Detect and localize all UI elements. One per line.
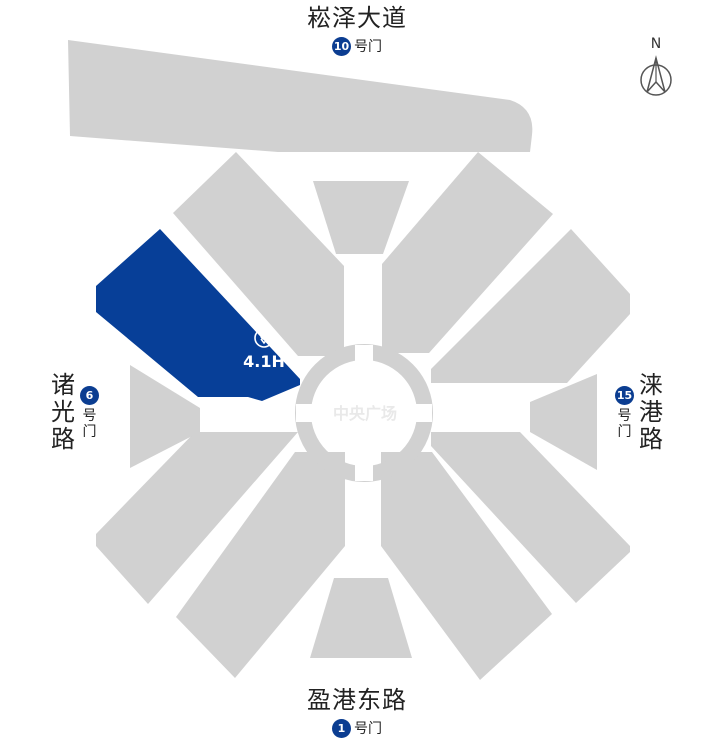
gate-north-number: 10 <box>332 36 351 56</box>
compass-north-arrow-icon: N <box>640 36 672 96</box>
gate-west-label: 号门 <box>82 408 97 440</box>
gate-east[interactable]: 15 号门 <box>615 386 634 440</box>
hall-4-1h[interactable] <box>96 229 300 401</box>
gate-west[interactable]: 6 号门 <box>80 386 99 440</box>
hall-west-wedge[interactable] <box>130 365 200 468</box>
central-plaza-label: 中央广场 <box>333 404 397 423</box>
hall-se-upper[interactable] <box>381 452 552 680</box>
hall-nw-upper[interactable] <box>173 152 344 356</box>
gate-south-number: 1 <box>332 718 351 738</box>
location-pin-icon <box>254 328 274 348</box>
gate-north[interactable]: 10 号门 <box>0 36 714 56</box>
gate-south[interactable]: 1 号门 <box>0 718 714 738</box>
south-entrance-hall[interactable] <box>310 578 412 658</box>
north-entrance-hall[interactable] <box>313 181 409 254</box>
road-west: 诸光路 6 号门 <box>50 372 99 453</box>
hall-east-wedge[interactable] <box>530 374 597 470</box>
central-plaza[interactable] <box>295 344 433 482</box>
road-north-name: 崧泽大道 <box>307 4 407 32</box>
hall-sw-upper[interactable] <box>96 432 298 604</box>
hall-4-1h-label: 4.1H <box>243 352 285 371</box>
road-west-name: 诸光路 <box>51 371 75 453</box>
road-south: 盈港东路 1 号门 <box>0 686 714 738</box>
road-south-name: 盈港东路 <box>307 686 407 714</box>
road-north: 崧泽大道 10 号门 <box>0 4 714 56</box>
hall-ne-upper[interactable] <box>382 152 553 353</box>
gate-east-number: 15 <box>615 386 634 405</box>
compass-label: N <box>651 36 661 52</box>
road-east-name: 涞港路 <box>639 371 663 453</box>
gate-south-label: 号门 <box>354 721 382 737</box>
gate-west-number: 6 <box>80 386 99 405</box>
road-east: 15 号门 涞港路 <box>615 372 664 453</box>
gate-east-label: 号门 <box>617 408 632 440</box>
hall-ne-lower[interactable] <box>431 229 630 383</box>
gate-north-label: 号门 <box>354 39 382 55</box>
hall-sw-lower[interactable] <box>176 452 345 678</box>
hall-se-lower[interactable] <box>431 432 630 603</box>
north-hall[interactable] <box>68 40 533 152</box>
